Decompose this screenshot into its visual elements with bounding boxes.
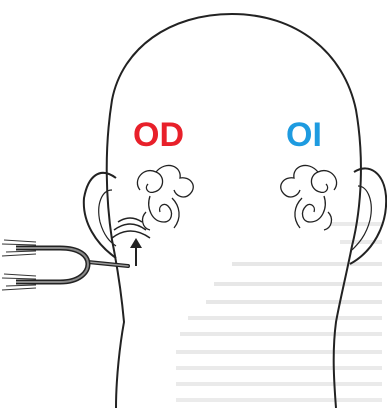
oi-label: OI [286, 116, 322, 154]
head-outline-icon [107, 14, 361, 408]
left-cochlea-icon [281, 165, 337, 230]
arrow-up-icon [130, 238, 142, 266]
od-label: OD [133, 116, 184, 154]
sound-waves-icon [112, 218, 150, 238]
tuning-fork-icon [2, 240, 128, 290]
right-cochlea-icon [137, 165, 193, 230]
left-ear-outline [350, 168, 386, 264]
right-ear-outline [84, 173, 116, 258]
